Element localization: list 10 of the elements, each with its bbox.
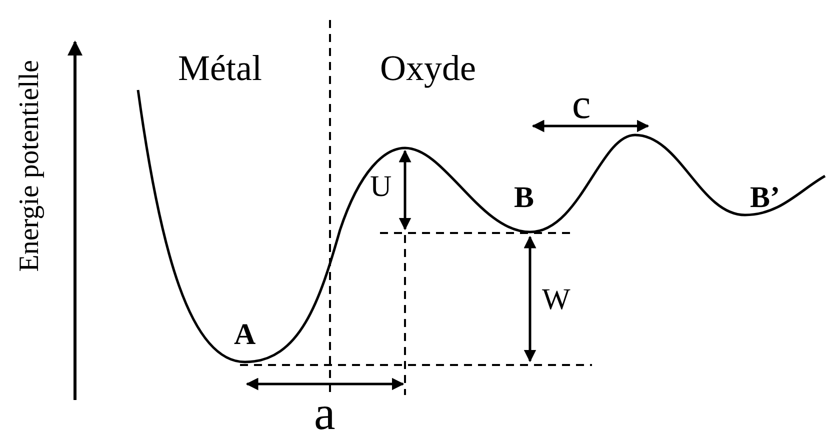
point-label: B: [514, 183, 534, 213]
point-label: A: [234, 320, 256, 350]
axis-label: Energie potentielle: [16, 60, 44, 272]
dimension-label: a: [314, 390, 336, 434]
point-label: B’: [750, 183, 780, 213]
dimension-label: W: [542, 285, 570, 315]
dimension-label: c: [572, 84, 591, 126]
region-label: Oxyde: [380, 50, 476, 86]
dimension-label: U: [370, 172, 392, 202]
region-label: Métal: [178, 50, 262, 86]
